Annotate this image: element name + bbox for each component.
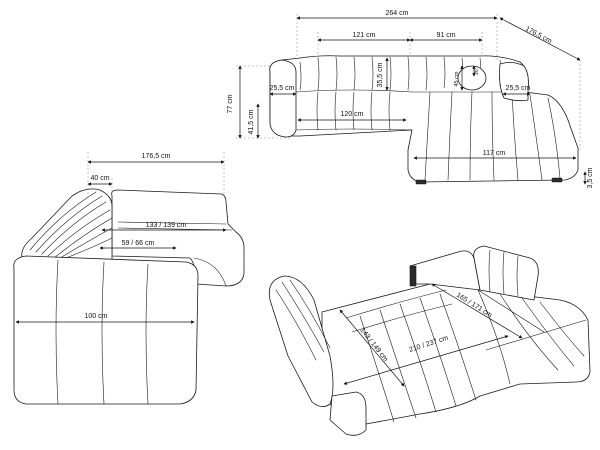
- dim-pillow: 45 cm: [454, 71, 460, 86]
- dim-side-back-depth: 40 cm: [90, 175, 109, 182]
- dim-depth-right: 176,5 cm: [524, 26, 553, 46]
- bed-front-block: [329, 391, 367, 436]
- dim-seat-width-left: 121 cm: [353, 32, 376, 39]
- dim-arm-left: 25,5 cm: [270, 85, 295, 92]
- right-arm: [499, 62, 529, 102]
- side-back-cushions: [21, 188, 113, 263]
- dim-side-total-depth: 176,5 cm: [142, 153, 171, 160]
- bed-back-dark-panel: [409, 265, 417, 287]
- leg: [551, 177, 563, 183]
- dim-seat-width-right: 91 cm: [436, 32, 455, 39]
- pillow: [457, 65, 487, 91]
- dim-side-arm-width: 100 cm: [85, 313, 108, 320]
- side-front-arm: [13, 255, 199, 405]
- dim-total-width: 264 cm: [386, 10, 409, 17]
- dim-side-bed-depth: 133 / 139 cm: [146, 222, 187, 229]
- bed-left-arm: [268, 275, 334, 407]
- dim-arm-right: 25,5 cm: [506, 85, 531, 92]
- dim-side-seat-depth: 59 / 66 cm: [122, 240, 155, 247]
- side-view-dimensions: 176,5 cm 40 cm 133 / 139 cm 59 / 66 cm 1…: [15, 152, 227, 324]
- bed-back-panel: [409, 250, 481, 291]
- side-view-sofa: [13, 188, 245, 405]
- left-arm: [269, 59, 297, 138]
- dim-leg-height: 3,5 cm: [587, 167, 594, 188]
- dim-seat-depth: 120 cm: [341, 111, 364, 118]
- dim-height-total: 77 cm: [227, 94, 234, 113]
- leg: [415, 179, 427, 185]
- dim-chaise-length: 117 cm: [483, 150, 506, 157]
- dim-pillow-height: 26: [474, 69, 480, 75]
- seat-seams: [295, 89, 413, 131]
- dim-back-cushion: 35,5 cm: [377, 62, 384, 87]
- front-view-corner-sofa: [269, 55, 579, 185]
- chaise-seams: [411, 91, 561, 181]
- dim-seat-height: 41,5 cm: [248, 109, 255, 134]
- sofa-back-outline: [269, 55, 579, 183]
